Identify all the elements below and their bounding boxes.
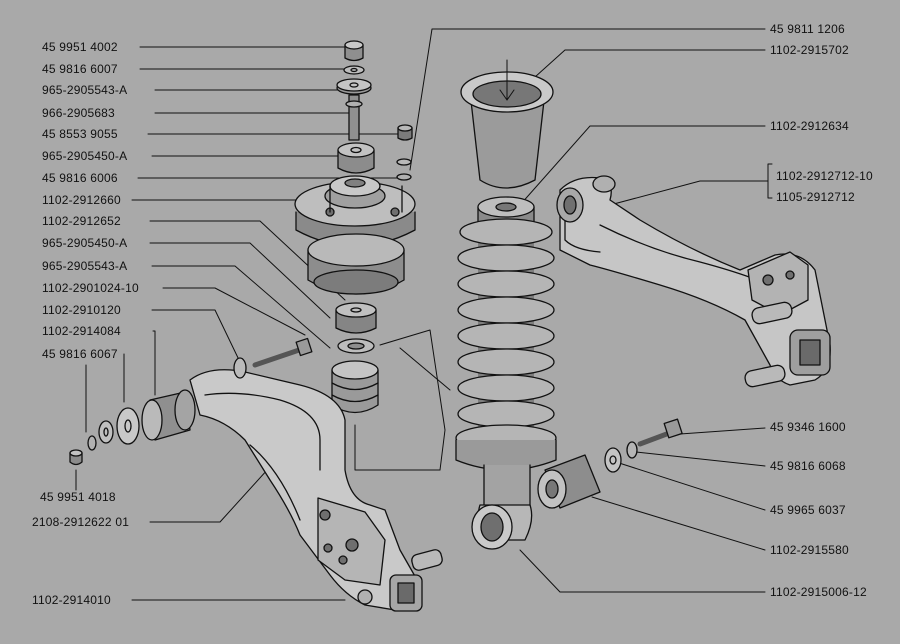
label-part-r7: 45 9816 6068 [770,459,846,473]
label-part-r6: 45 9346 1600 [770,420,846,434]
small-nut-right [396,124,413,181]
nut-top [344,40,364,62]
label-part-1: 45 9951 4002 [42,40,118,54]
label-part-8: 1102-2912660 [42,193,121,207]
label-part-15: 45 9816 6067 [42,347,118,361]
rebound-bumper [331,360,379,414]
label-part-r1: 45 9811 1206 [770,22,845,36]
bushing-rod [345,94,363,141]
label-part-16: 45 9951 4018 [40,490,116,504]
label-part-r8: 45 9965 6037 [770,503,846,517]
spacer-sleeve [337,142,375,174]
label-part-r9: 1102-2915580 [770,543,849,557]
label-part-r10: 1102-2915006-12 [770,585,867,599]
shock-absorber-body [455,439,557,550]
label-part-14: 1102-2914084 [42,324,121,338]
label-part-18: 1102-2914010 [32,593,111,607]
upper-control-arm [556,175,831,388]
label-part-r3: 1102-2912634 [770,119,849,133]
coil-spring [455,218,557,452]
label-part-9: 1102-2912652 [42,214,121,228]
shock-eye-bushing [537,418,683,509]
label-part-12: 1102-2901024-10 [42,281,139,295]
label-part-6: 965-2905450-A [42,149,128,163]
label-part-2: 45 9816 6007 [42,62,118,76]
label-part-7: 45 9816 6006 [42,171,118,185]
label-part-r4: 1102-2912712-10 [776,169,873,183]
lower-control-arm [189,369,443,612]
label-part-11: 965-2905543-A [42,259,128,273]
label-part-r2: 1102-2915702 [770,43,849,57]
spacer-ring [335,302,377,334]
body-outline [354,329,451,471]
arm-bolt [233,337,313,379]
label-part-4: 966-2905683 [42,106,115,120]
label-part-3: 965-2905543-A [42,83,128,97]
label-part-r5: 1105-2912712 [776,190,855,204]
dust-boot [460,59,554,189]
label-part-10: 965-2905450-A [42,236,128,250]
washer-middle [337,338,375,354]
arm-front-bushing [69,389,196,466]
washer-top [343,65,365,75]
label-part-17: 2108-2912622 01 [32,515,130,529]
label-part-13: 1102-2910120 [42,303,121,317]
leader-lines-left [75,46,399,601]
leader-lines-right [409,28,773,593]
label-part-5: 45 8553 9055 [42,127,118,141]
cushion-top [336,78,372,95]
lower-mount-cushion [307,233,405,295]
